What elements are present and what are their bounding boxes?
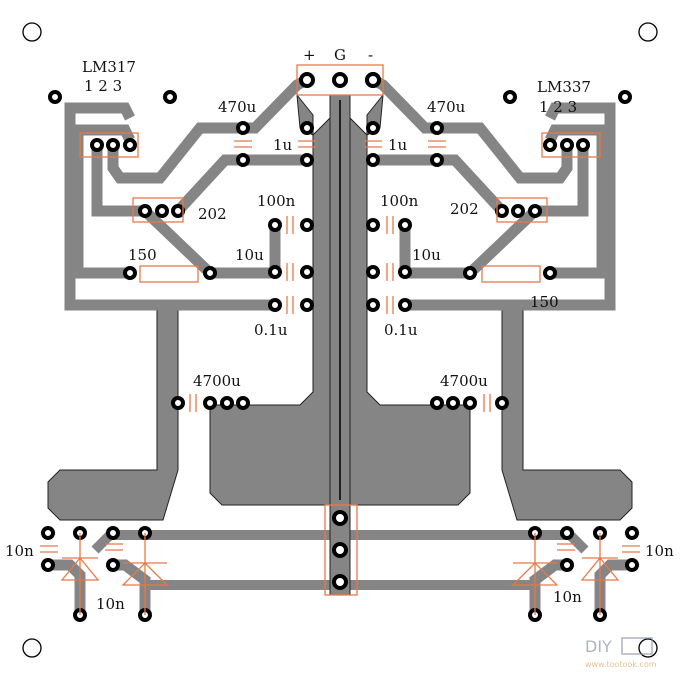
c01-right-label: 0.1u [384,321,418,339]
watermark-logo: DIY www.tootook.com [585,637,657,669]
watermark-url: www.tootook.com [585,660,657,669]
output-connector-outline [324,504,358,596]
c470-right-label: 470u [427,98,466,116]
plus-label: + [303,46,316,64]
c10n-right-b-label: 10n [553,588,582,606]
c10u-right-label: 10u [412,246,441,264]
c01-left-label: 0.1u [254,321,288,339]
r150-left-label: 150 [128,246,157,264]
c10u-left-label: 10u [235,246,264,264]
c100n-left-label: 100n [257,192,296,210]
c4700-right-label: 4700u [440,372,488,390]
ground-label: G [334,46,346,64]
mounting-hole [22,22,42,42]
lm317-pins-label: 1 2 3 [84,77,122,95]
pot-right-label: 202 [450,200,479,218]
c1-left-label: 1u [273,136,293,154]
mounting-hole [638,22,658,42]
c1-right-label: 1u [388,136,408,154]
c10n-left-b-label: 10n [96,595,125,613]
c10n-right-a-label: 10n [645,542,674,560]
c10n-left-a-label: 10n [5,542,34,560]
power-connector-outline [296,64,384,96]
lm337-pins-label: 1 2 3 [539,98,577,116]
minus-label: - [368,46,373,64]
mounting-hole [22,638,42,658]
pot-left-label: 202 [198,205,227,223]
c470-left-label: 470u [218,98,257,116]
c100n-right-label: 100n [380,192,419,210]
watermark-logo-text: DIY [585,637,612,656]
right-half-copper [347,74,640,620]
left-half-copper [40,74,333,620]
lm317-label: LM317 [82,58,136,76]
lm337-label: LM337 [537,78,591,96]
c4700-left-label: 4700u [193,372,241,390]
r150-right-label: 150 [530,293,559,311]
